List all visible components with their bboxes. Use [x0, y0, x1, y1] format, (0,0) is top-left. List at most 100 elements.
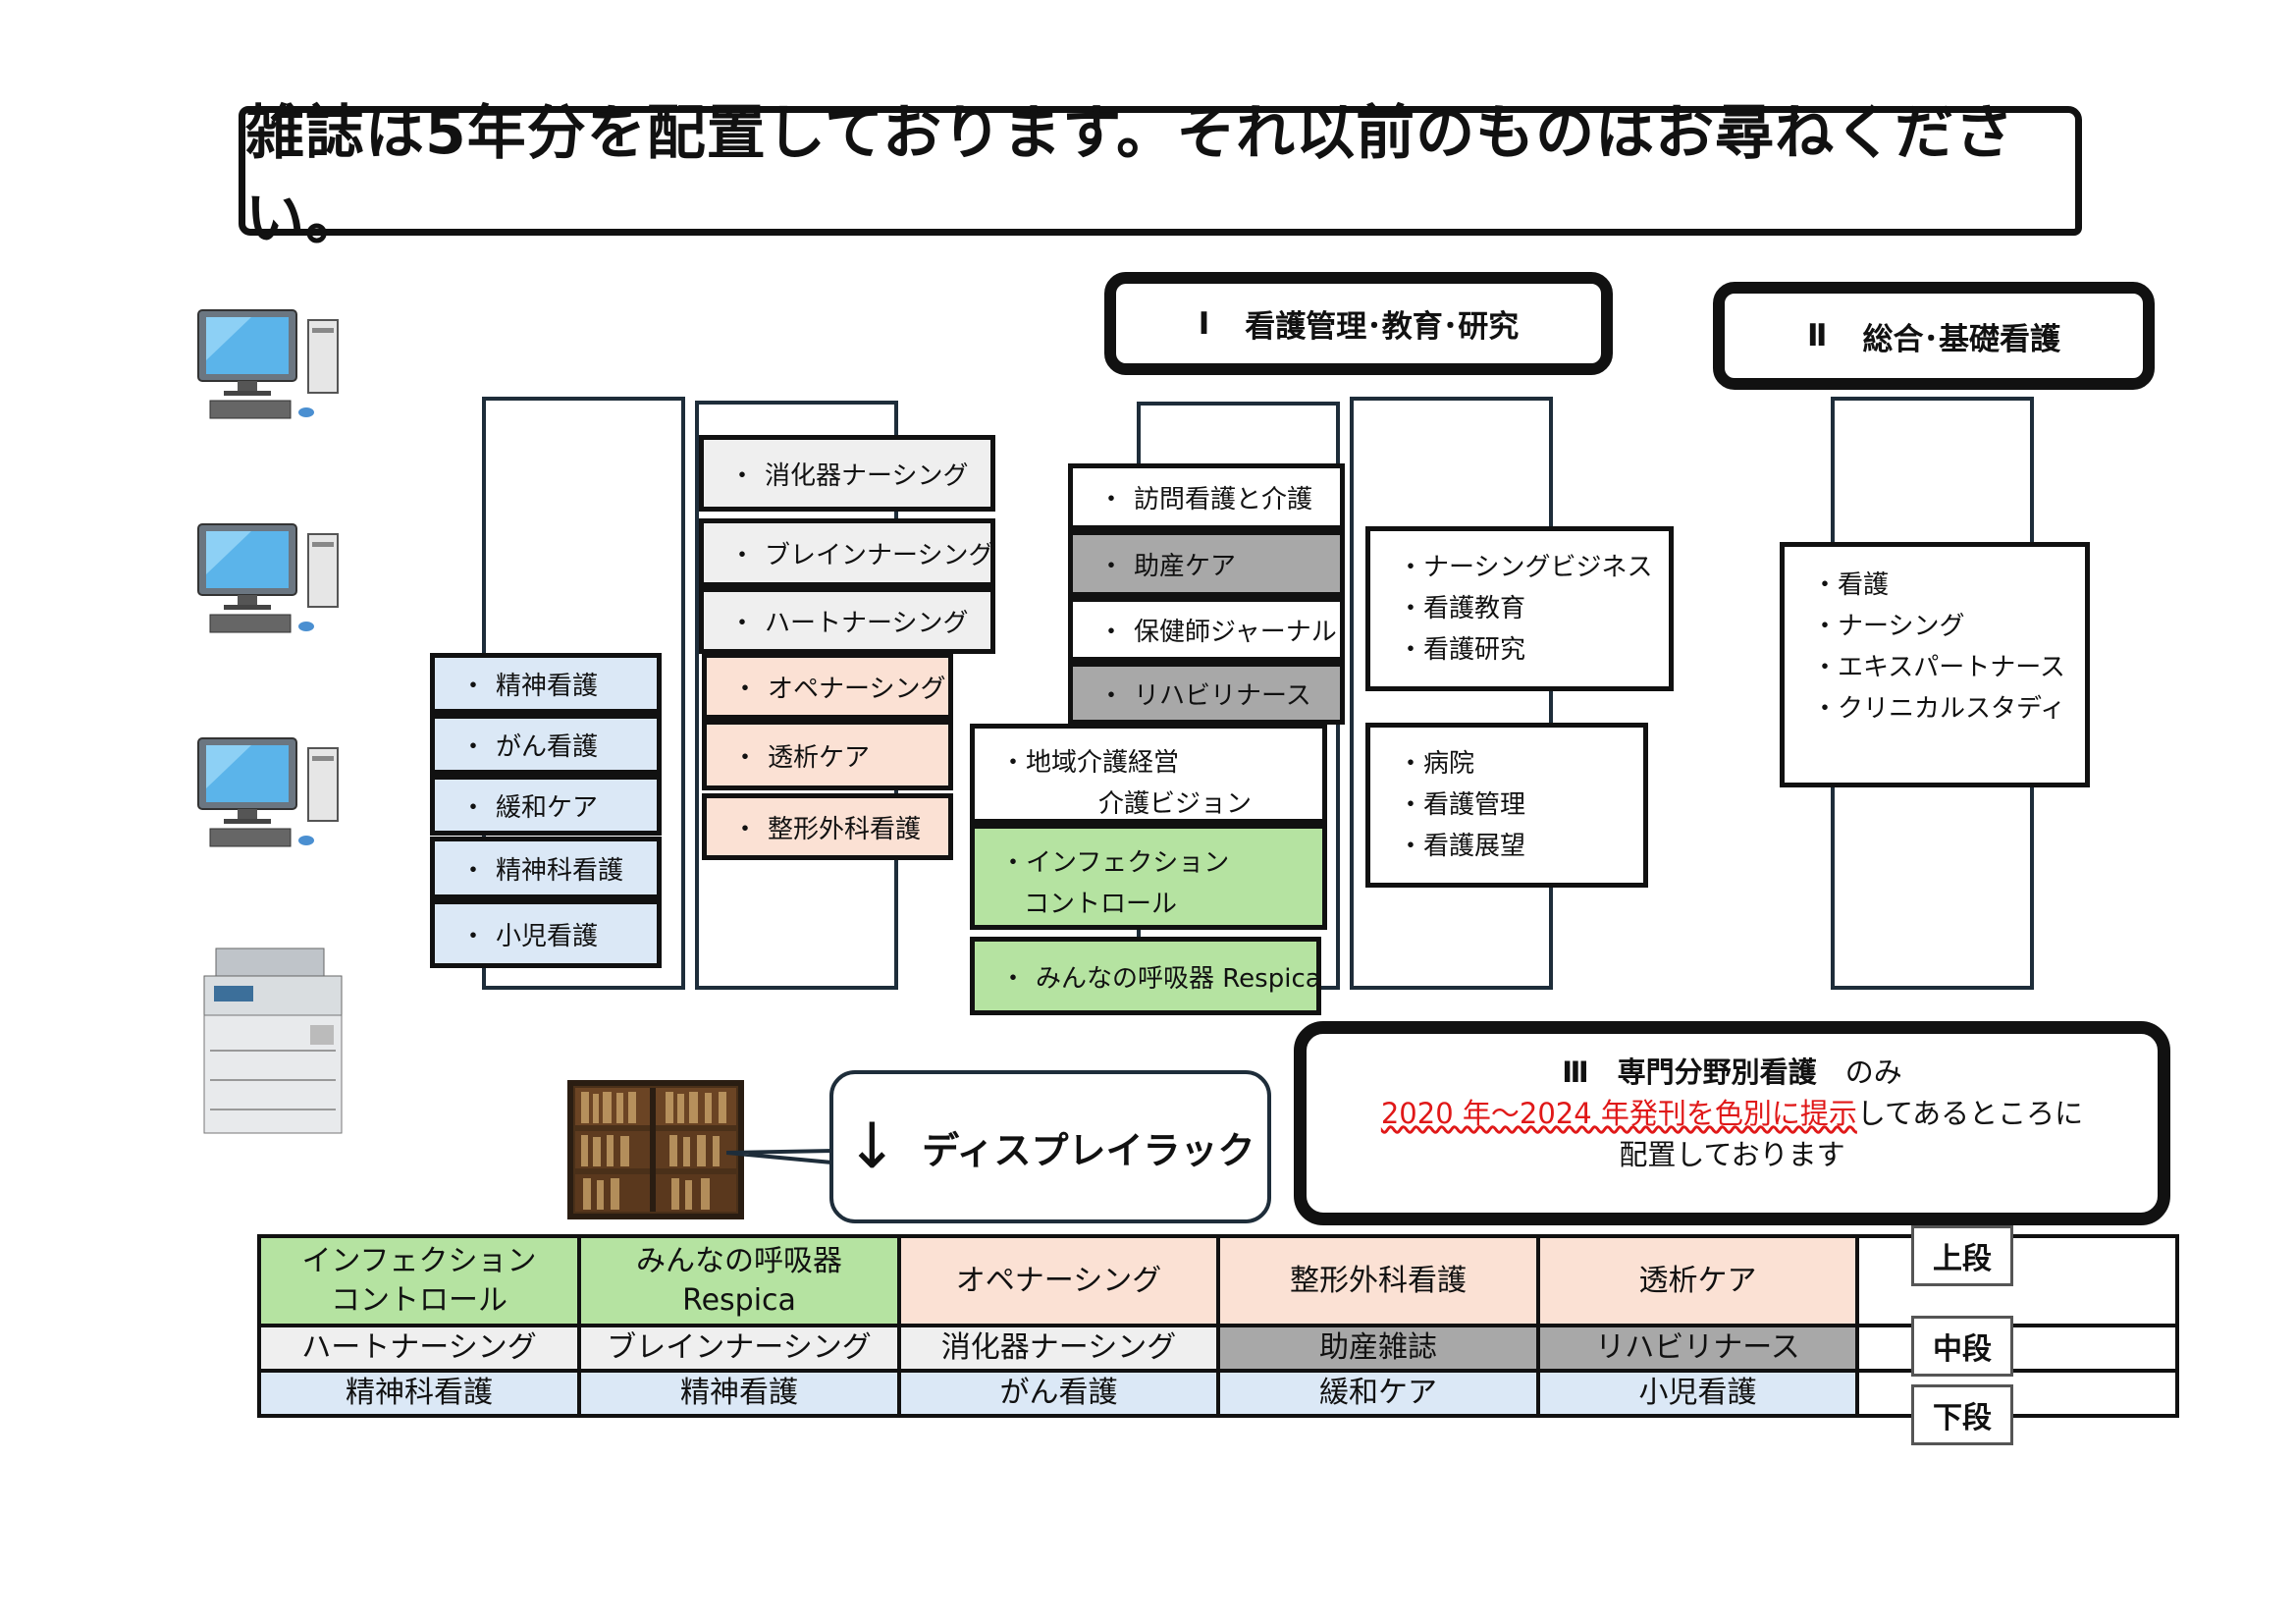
bullet: ・: [1398, 790, 1424, 820]
infection-line-1: ・インフェクション: [1000, 842, 1229, 879]
kaigo-line-1: ・地域介護経営: [1000, 742, 1179, 779]
list-item: ・病院: [1398, 743, 1643, 785]
info-heading-tail: のみ: [1844, 1056, 1902, 1089]
bullet: ・: [1812, 653, 1839, 682]
bullet: ・: [1000, 748, 1027, 778]
section-header-2: Ⅱ 総合･基礎看護: [1713, 282, 2155, 390]
bullet: ・: [460, 921, 487, 951]
label-text: がん看護: [496, 731, 599, 762]
label-text: 看護: [1838, 570, 1890, 600]
bullet: ・: [460, 671, 487, 701]
label-group-byoin: ・病院 ・看護管理 ・看護展望: [1365, 723, 1648, 888]
notice-text: 雑誌は5年分を配置しております。それ以前のものはお尋ねください。: [245, 99, 2015, 253]
tier-cell: [1855, 1369, 2179, 1418]
bullet: ・: [1098, 617, 1125, 647]
info-highlight: 2020 年～2024 年発刊を色別に提示: [1380, 1097, 1857, 1130]
list-item: ・エキスパートナース: [1812, 647, 2085, 688]
bullet: ・: [1398, 635, 1424, 665]
label-heart-nursing: ・ハートナーシング: [699, 587, 995, 654]
label-text: オペナーシング: [768, 674, 946, 704]
rack-cell: 精神看護: [577, 1369, 901, 1418]
bullet: ・: [1398, 553, 1424, 582]
label-text: 透析ケア: [768, 742, 871, 773]
computer-icon: [197, 309, 339, 419]
section-2-title: 総合･基礎看護: [1862, 321, 2060, 357]
list-item: ・看護研究: [1398, 629, 1669, 671]
bullet: ・: [729, 460, 756, 491]
label-text: 看護教育: [1423, 594, 1526, 623]
bullet: ・: [460, 855, 487, 886]
tier-label-bottom: 下段: [1911, 1384, 2013, 1445]
specialty-info-box: Ⅲ 専門分野別看護 のみ 2020 年～2024 年発刊を色別に提示してあるとこ…: [1294, 1021, 2170, 1225]
table-row-top: インフェクション コントロール みんなの呼吸器 Respica オペナーシング …: [257, 1234, 2179, 1327]
bullet: ・: [1398, 749, 1424, 779]
copier-icon: [203, 947, 343, 1134]
display-rack-callout: ↓ ディスプレイラック: [829, 1070, 1271, 1223]
label-josan-care: ・助産ケア: [1068, 530, 1345, 597]
label-text: 看護展望: [1423, 832, 1526, 861]
label-text: 病院: [1423, 749, 1475, 779]
bullet: ・: [1398, 832, 1424, 861]
section-1-number: Ⅰ: [1198, 305, 1210, 342]
list-item: ・クリニカルスタディ: [1812, 688, 2085, 730]
rack-cell: インフェクション コントロール: [257, 1234, 581, 1327]
label-text: クリニカルスタディ: [1838, 694, 2066, 724]
bookshelf-icon: [567, 1080, 744, 1219]
label-seishin-kango: ・精神看護: [430, 653, 662, 714]
table-row-mid: ハートナーシング ブレインナーシング 消化器ナーシング 助産雑誌 リハビリナース: [257, 1324, 2179, 1373]
info-text: してあるところに: [1856, 1097, 2084, 1130]
bullet: ・: [1000, 963, 1027, 994]
label-text: 緩和ケア: [496, 792, 599, 823]
label-infection-control: ・インフェクション コントロール: [970, 824, 1327, 930]
bullet: ・: [729, 608, 756, 638]
bullet: ・: [732, 742, 759, 773]
label-text: ナーシング: [1838, 612, 1965, 641]
label-shoni-kango: ・小児看護: [430, 899, 662, 968]
tier-cell: [1855, 1234, 2179, 1327]
label-text: ナーシングビジネス: [1423, 553, 1653, 582]
label-text: リハビリナース: [1134, 680, 1311, 711]
bullet: ・: [1000, 848, 1027, 878]
label-shokaki-nursing: ・消化器ナーシング: [699, 435, 995, 512]
bullet: ・: [732, 674, 759, 704]
bullet: ・: [729, 540, 756, 570]
rack-cell: 助産雑誌: [1216, 1324, 1540, 1373]
bullet: ・: [1098, 680, 1125, 711]
shelf-4: [1350, 397, 1553, 990]
label-text: 看護研究: [1423, 635, 1526, 665]
section-2-number: Ⅱ: [1807, 318, 1828, 353]
label-homon-kango: ・訪問看護と介護: [1068, 463, 1345, 530]
rack-cell: がん看護: [897, 1369, 1220, 1418]
rack-cell: オペナーシング: [897, 1234, 1220, 1327]
label-text: 保健師ジャーナル: [1134, 617, 1337, 647]
label-seishinka-kango: ・精神科看護: [430, 837, 662, 899]
list-item: ・看護管理: [1398, 785, 1643, 826]
label-text: 精神科看護: [496, 855, 624, 886]
bullet: ・: [460, 731, 487, 762]
bullet: ・: [1098, 551, 1125, 581]
rack-cell: 小児看護: [1536, 1369, 1859, 1418]
label-ope-nursing: ・オペナーシング: [702, 653, 953, 720]
label-group-kango: ・看護 ・ナーシング ・エキスパートナース ・クリニカルスタディ: [1780, 542, 2090, 787]
rack-cell: リハビリナース: [1536, 1324, 1859, 1373]
tier-label-top: 上段: [1911, 1225, 2013, 1286]
bullet: ・: [460, 792, 487, 823]
label-brain-nursing: ・ブレインナーシング: [699, 518, 995, 587]
rack-cell: 精神科看護: [257, 1369, 581, 1418]
infection-line-2: コントロール: [1024, 890, 1178, 919]
display-rack-label: ディスプレイラック: [922, 1128, 1255, 1172]
computer-icon: [197, 523, 339, 633]
label-text: 訪問看護と介護: [1134, 484, 1313, 514]
label-text: 消化器ナーシング: [765, 460, 969, 491]
label-text: 地域介護経営: [1026, 748, 1180, 778]
tier-label-mid: 中段: [1911, 1316, 2013, 1377]
speech-bubble-tail: [726, 1148, 834, 1165]
list-item: ・ナーシング: [1812, 606, 2085, 647]
computer-icon: [197, 737, 339, 847]
tier-cell: [1855, 1324, 2179, 1373]
label-text: 小児看護: [496, 921, 599, 951]
label-toseki-care: ・透析ケア: [702, 720, 953, 790]
label-text: 看護管理: [1423, 790, 1526, 820]
bullet: ・: [1098, 484, 1125, 514]
bullet: ・: [1812, 694, 1839, 724]
